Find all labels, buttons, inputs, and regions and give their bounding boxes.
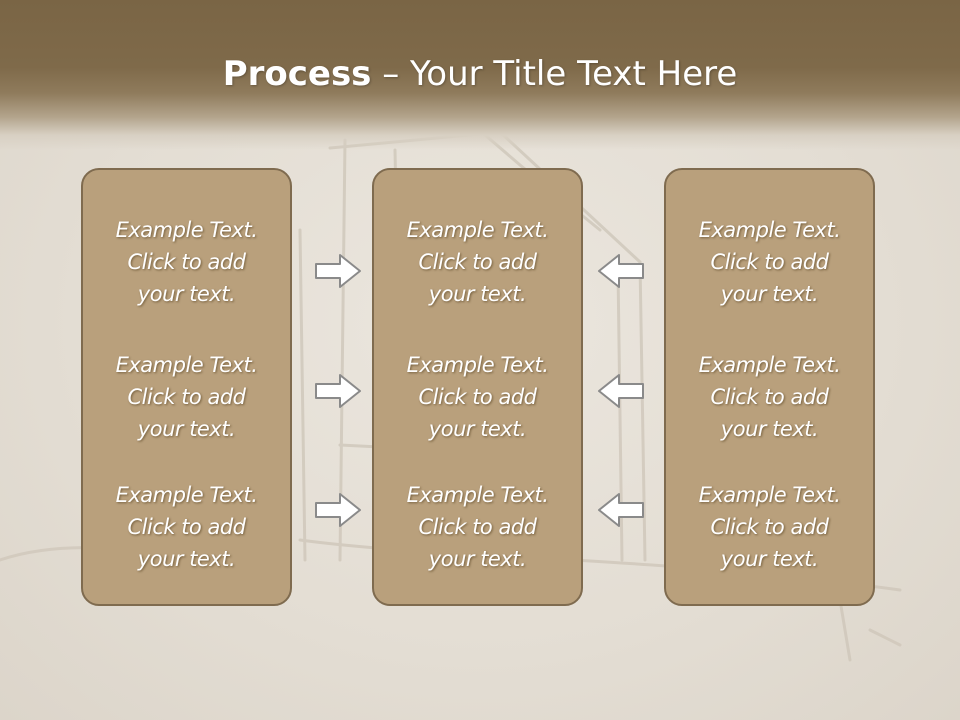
arrow-left-icon[interactable] — [596, 251, 646, 291]
text-line: your text. — [428, 282, 527, 306]
text-block[interactable]: Example Text. Click to add your text. — [374, 214, 581, 310]
arrow-right-icon[interactable] — [313, 490, 363, 530]
process-box-left[interactable]: Example Text. Click to add your text. Ex… — [81, 168, 292, 606]
text-line: your text. — [137, 417, 236, 441]
text-line: Example Text. — [406, 483, 549, 507]
text-line: Click to add — [418, 385, 537, 409]
text-block[interactable]: Example Text. Click to add your text. — [374, 479, 581, 575]
text-line: Example Text. — [698, 218, 841, 242]
text-line: Example Text. — [698, 483, 841, 507]
text-block[interactable]: Example Text. Click to add your text. — [83, 214, 290, 310]
text-line: Example Text. — [406, 353, 549, 377]
text-line: Example Text. — [406, 218, 549, 242]
text-line: Example Text. — [115, 218, 258, 242]
arrow-left-icon[interactable] — [596, 490, 646, 530]
text-block[interactable]: Example Text. Click to add your text. — [666, 349, 873, 445]
text-line: your text. — [137, 282, 236, 306]
text-block[interactable]: Example Text. Click to add your text. — [666, 214, 873, 310]
process-box-right[interactable]: Example Text. Click to add your text. Ex… — [664, 168, 875, 606]
text-line: your text. — [720, 282, 819, 306]
text-line: your text. — [137, 547, 236, 571]
text-line: Click to add — [127, 385, 246, 409]
text-line: your text. — [720, 547, 819, 571]
text-line: Click to add — [418, 250, 537, 274]
title-bold: Process — [222, 54, 372, 94]
text-line: Click to add — [127, 515, 246, 539]
text-line: Click to add — [710, 385, 829, 409]
title-rest: – Your Title Text Here — [371, 54, 738, 94]
text-block[interactable]: Example Text. Click to add your text. — [83, 479, 290, 575]
text-line: Click to add — [710, 250, 829, 274]
text-line: Example Text. — [115, 353, 258, 377]
text-block[interactable]: Example Text. Click to add your text. — [374, 349, 581, 445]
title-bar — [0, 0, 960, 150]
text-line: Example Text. — [115, 483, 258, 507]
arrow-right-icon[interactable] — [313, 251, 363, 291]
text-line: your text. — [428, 547, 527, 571]
text-line: Click to add — [710, 515, 829, 539]
text-line: Click to add — [418, 515, 537, 539]
arrow-left-icon[interactable] — [596, 371, 646, 411]
text-block[interactable]: Example Text. Click to add your text. — [666, 479, 873, 575]
slide-title[interactable]: Process – Your Title Text Here — [0, 48, 960, 100]
text-line: Click to add — [127, 250, 246, 274]
process-box-middle[interactable]: Example Text. Click to add your text. Ex… — [372, 168, 583, 606]
text-line: your text. — [428, 417, 527, 441]
arrow-right-icon[interactable] — [313, 371, 363, 411]
text-line: Example Text. — [698, 353, 841, 377]
text-line: your text. — [720, 417, 819, 441]
text-block[interactable]: Example Text. Click to add your text. — [83, 349, 290, 445]
